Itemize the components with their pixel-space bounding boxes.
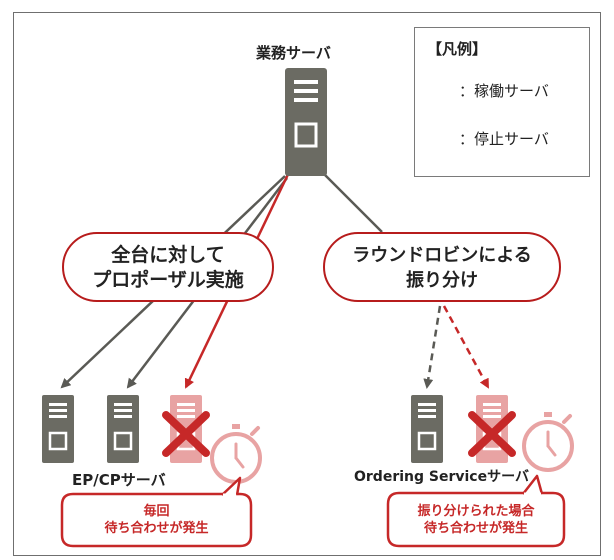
stopwatch-icon <box>522 412 574 472</box>
legend-stopped-label: ：停止サーバ <box>459 130 549 148</box>
ordering-group-label: Ordering Serviceサーバ <box>354 469 529 485</box>
ep-server-2-icon <box>107 395 139 463</box>
left-callout-shape <box>60 476 253 548</box>
left-callout-line2: 待ち合わせが発生 <box>104 521 209 536</box>
top-server-label: 業務サーバ <box>256 44 331 62</box>
left-bubble-line2: プロポーザル実施 <box>92 269 244 291</box>
right-bubble-line2: 振り分け <box>406 270 478 291</box>
top-server-icon <box>285 68 327 176</box>
left-bubble-line1: 全台に対して <box>111 244 225 266</box>
ep-cp-group-label: EP/CPサーバ <box>72 471 166 489</box>
right-callout-shape <box>386 474 566 548</box>
stopwatch-icon <box>210 424 262 484</box>
left-callout-line1: 毎回 <box>143 504 170 519</box>
ep-server-1-icon <box>42 395 74 463</box>
ep-server-3-stopped-icon <box>162 395 210 463</box>
right-callout-text: 振り分けられた場合 待ち合わせが発生 <box>388 503 564 537</box>
line-to-ordering-service <box>321 171 383 233</box>
left-bubble: 全台に対して プロポーザル実施 <box>62 232 274 302</box>
right-callout-line1: 振り分けられた場合 <box>417 504 535 519</box>
right-bubble: ラウンドロビンによる 振り分け <box>323 232 561 302</box>
dashed-arrow-to-orderer-2 <box>442 305 490 389</box>
orderer-1-icon <box>411 395 443 463</box>
legend: 【凡例】 ：稼働サーバ ：停止サーバ <box>414 27 590 177</box>
legend-active-label: ：稼働サーバ <box>459 82 549 100</box>
right-bubble-line1: ラウンドロビンによる <box>352 245 532 266</box>
dashed-arrow-to-orderer-1 <box>423 305 442 389</box>
diagram-frame <box>13 12 601 556</box>
left-callout-text: 毎回 待ち合わせが発生 <box>62 503 251 537</box>
right-callout-line2: 待ち合わせが発生 <box>423 521 528 536</box>
legend-title: 【凡例】 <box>427 40 488 58</box>
orderer-2-stopped-icon <box>468 395 516 463</box>
